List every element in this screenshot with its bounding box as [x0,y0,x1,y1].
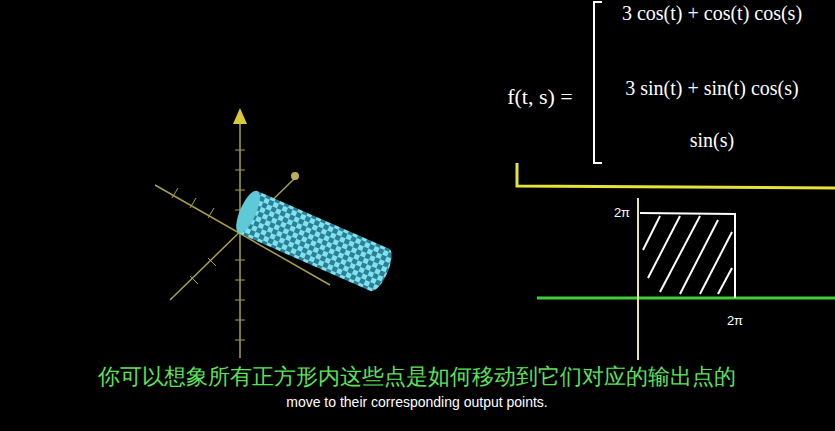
t-axis [537,297,835,300]
matrix-entry: sin(s) [690,129,734,152]
divider-line [517,163,835,188]
subtitle-chinese: 你可以想象所有正方形内这些点是如何移动到它们对应的输出点的 [98,362,736,392]
square [640,213,735,298]
matrix-bracket [594,2,602,163]
axis-arrowhead [233,108,247,124]
axis-label: 2π [614,205,630,220]
cylinder [231,188,396,294]
subtitle-english: move to their corresponding output point… [286,394,548,410]
matrix-entry: 3 sin(t) + sin(t) cos(s) [625,77,798,100]
matrix-entry: 3 cos(t) + cos(t) cos(s) [622,2,802,25]
function-name: f(t, s) = [507,84,573,110]
axis-end-dot [291,172,299,180]
s-axis [637,198,639,360]
axis-label: 2π [727,313,743,328]
